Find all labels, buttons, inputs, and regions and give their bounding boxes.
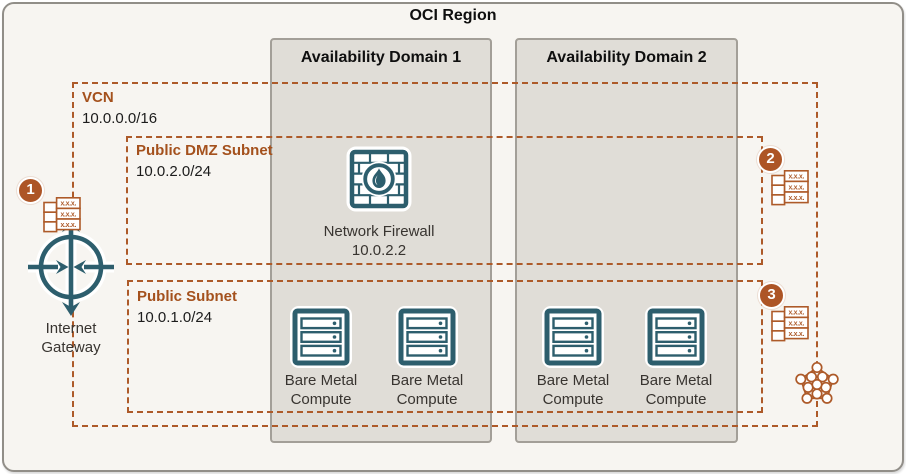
- public-subnet-label-block: Public Subnet 10.0.1.0/24: [137, 286, 237, 328]
- dmz-subnet-label: Public DMZ Subnet: [136, 142, 273, 159]
- internet-gateway-label-line2: Gateway: [41, 339, 101, 356]
- availability-domain-1-label: Availability Domain 1: [300, 49, 462, 66]
- public-subnet-boundary: [127, 280, 763, 413]
- route-table-icon: x.x.x. x.x.x. x.x.x.: [43, 197, 81, 233]
- dmz-subnet-boundary: [126, 136, 763, 265]
- route-table-cell: x.x.x.: [60, 201, 76, 208]
- compute-label-line2: Compute: [290, 391, 352, 408]
- compute-label-line1: Bare Metal: [536, 372, 610, 389]
- bare-metal-compute-icon: [540, 304, 606, 370]
- compute-label-block: Bare Metal Compute: [266, 371, 376, 409]
- vcn-label-block: VCN 10.0.0.0/16: [82, 87, 157, 129]
- route-table-cell: x.x.x.: [788, 331, 804, 338]
- network-firewall-label-block: Network Firewall 10.0.2.2: [304, 222, 454, 260]
- compute-label-line1: Bare Metal: [639, 372, 713, 389]
- internet-gateway-label-line1: Internet: [45, 320, 97, 337]
- compute-label-block: Bare Metal Compute: [621, 371, 731, 409]
- public-subnet-label: Public Subnet: [137, 288, 238, 305]
- vcn-cidr: 10.0.0.0/16: [82, 110, 158, 127]
- network-firewall-ip: 10.0.2.2: [351, 242, 407, 259]
- internet-gateway-icon: [16, 210, 126, 322]
- network-firewall-label: Network Firewall: [323, 223, 435, 240]
- services-cluster-icon: [793, 360, 841, 408]
- compute-label-line2: Compute: [542, 391, 604, 408]
- compute-label-line1: Bare Metal: [390, 372, 464, 389]
- availability-domain-2-box: Availability Domain 2: [515, 38, 738, 443]
- compute-label-line2: Compute: [396, 391, 458, 408]
- compute-label-block: Bare Metal Compute: [372, 371, 482, 409]
- availability-domain-2-label: Availability Domain 2: [546, 49, 707, 66]
- route-table-cell: x.x.x.: [788, 320, 804, 327]
- route-table-icon: x.x.x. x.x.x. x.x.x.: [771, 306, 809, 342]
- availability-domain-1-box: Availability Domain 1: [270, 38, 492, 443]
- badge-2: 2: [757, 146, 784, 173]
- bare-metal-compute-icon: [394, 304, 460, 370]
- route-table-cell: x.x.x.: [60, 222, 76, 229]
- route-table-cell: x.x.x.: [788, 174, 804, 181]
- internet-gateway-label-block: Internet Gateway: [21, 319, 121, 357]
- route-table-cell: x.x.x.: [788, 184, 804, 191]
- bare-metal-compute-icon: [643, 304, 709, 370]
- badge-3: 3: [758, 282, 785, 309]
- region-title: OCI Region: [409, 7, 497, 24]
- dmz-subnet-label-block: Public DMZ Subnet 10.0.2.0/24: [136, 140, 273, 182]
- compute-label-line2: Compute: [645, 391, 707, 408]
- compute-label-block: Bare Metal Compute: [518, 371, 628, 409]
- network-firewall-icon: [342, 142, 416, 216]
- route-table-cell: x.x.x.: [788, 310, 804, 317]
- route-table-icon: x.x.x. x.x.x. x.x.x.: [771, 170, 809, 206]
- route-table-cell: x.x.x.: [60, 211, 76, 218]
- dmz-subnet-cidr: 10.0.2.0/24: [136, 163, 212, 180]
- public-subnet-cidr: 10.0.1.0/24: [137, 309, 213, 326]
- route-table-cell: x.x.x.: [788, 195, 804, 202]
- bare-metal-compute-icon: [288, 304, 354, 370]
- vcn-label: VCN: [82, 89, 114, 106]
- compute-label-line1: Bare Metal: [284, 372, 358, 389]
- badge-1: 1: [17, 177, 44, 204]
